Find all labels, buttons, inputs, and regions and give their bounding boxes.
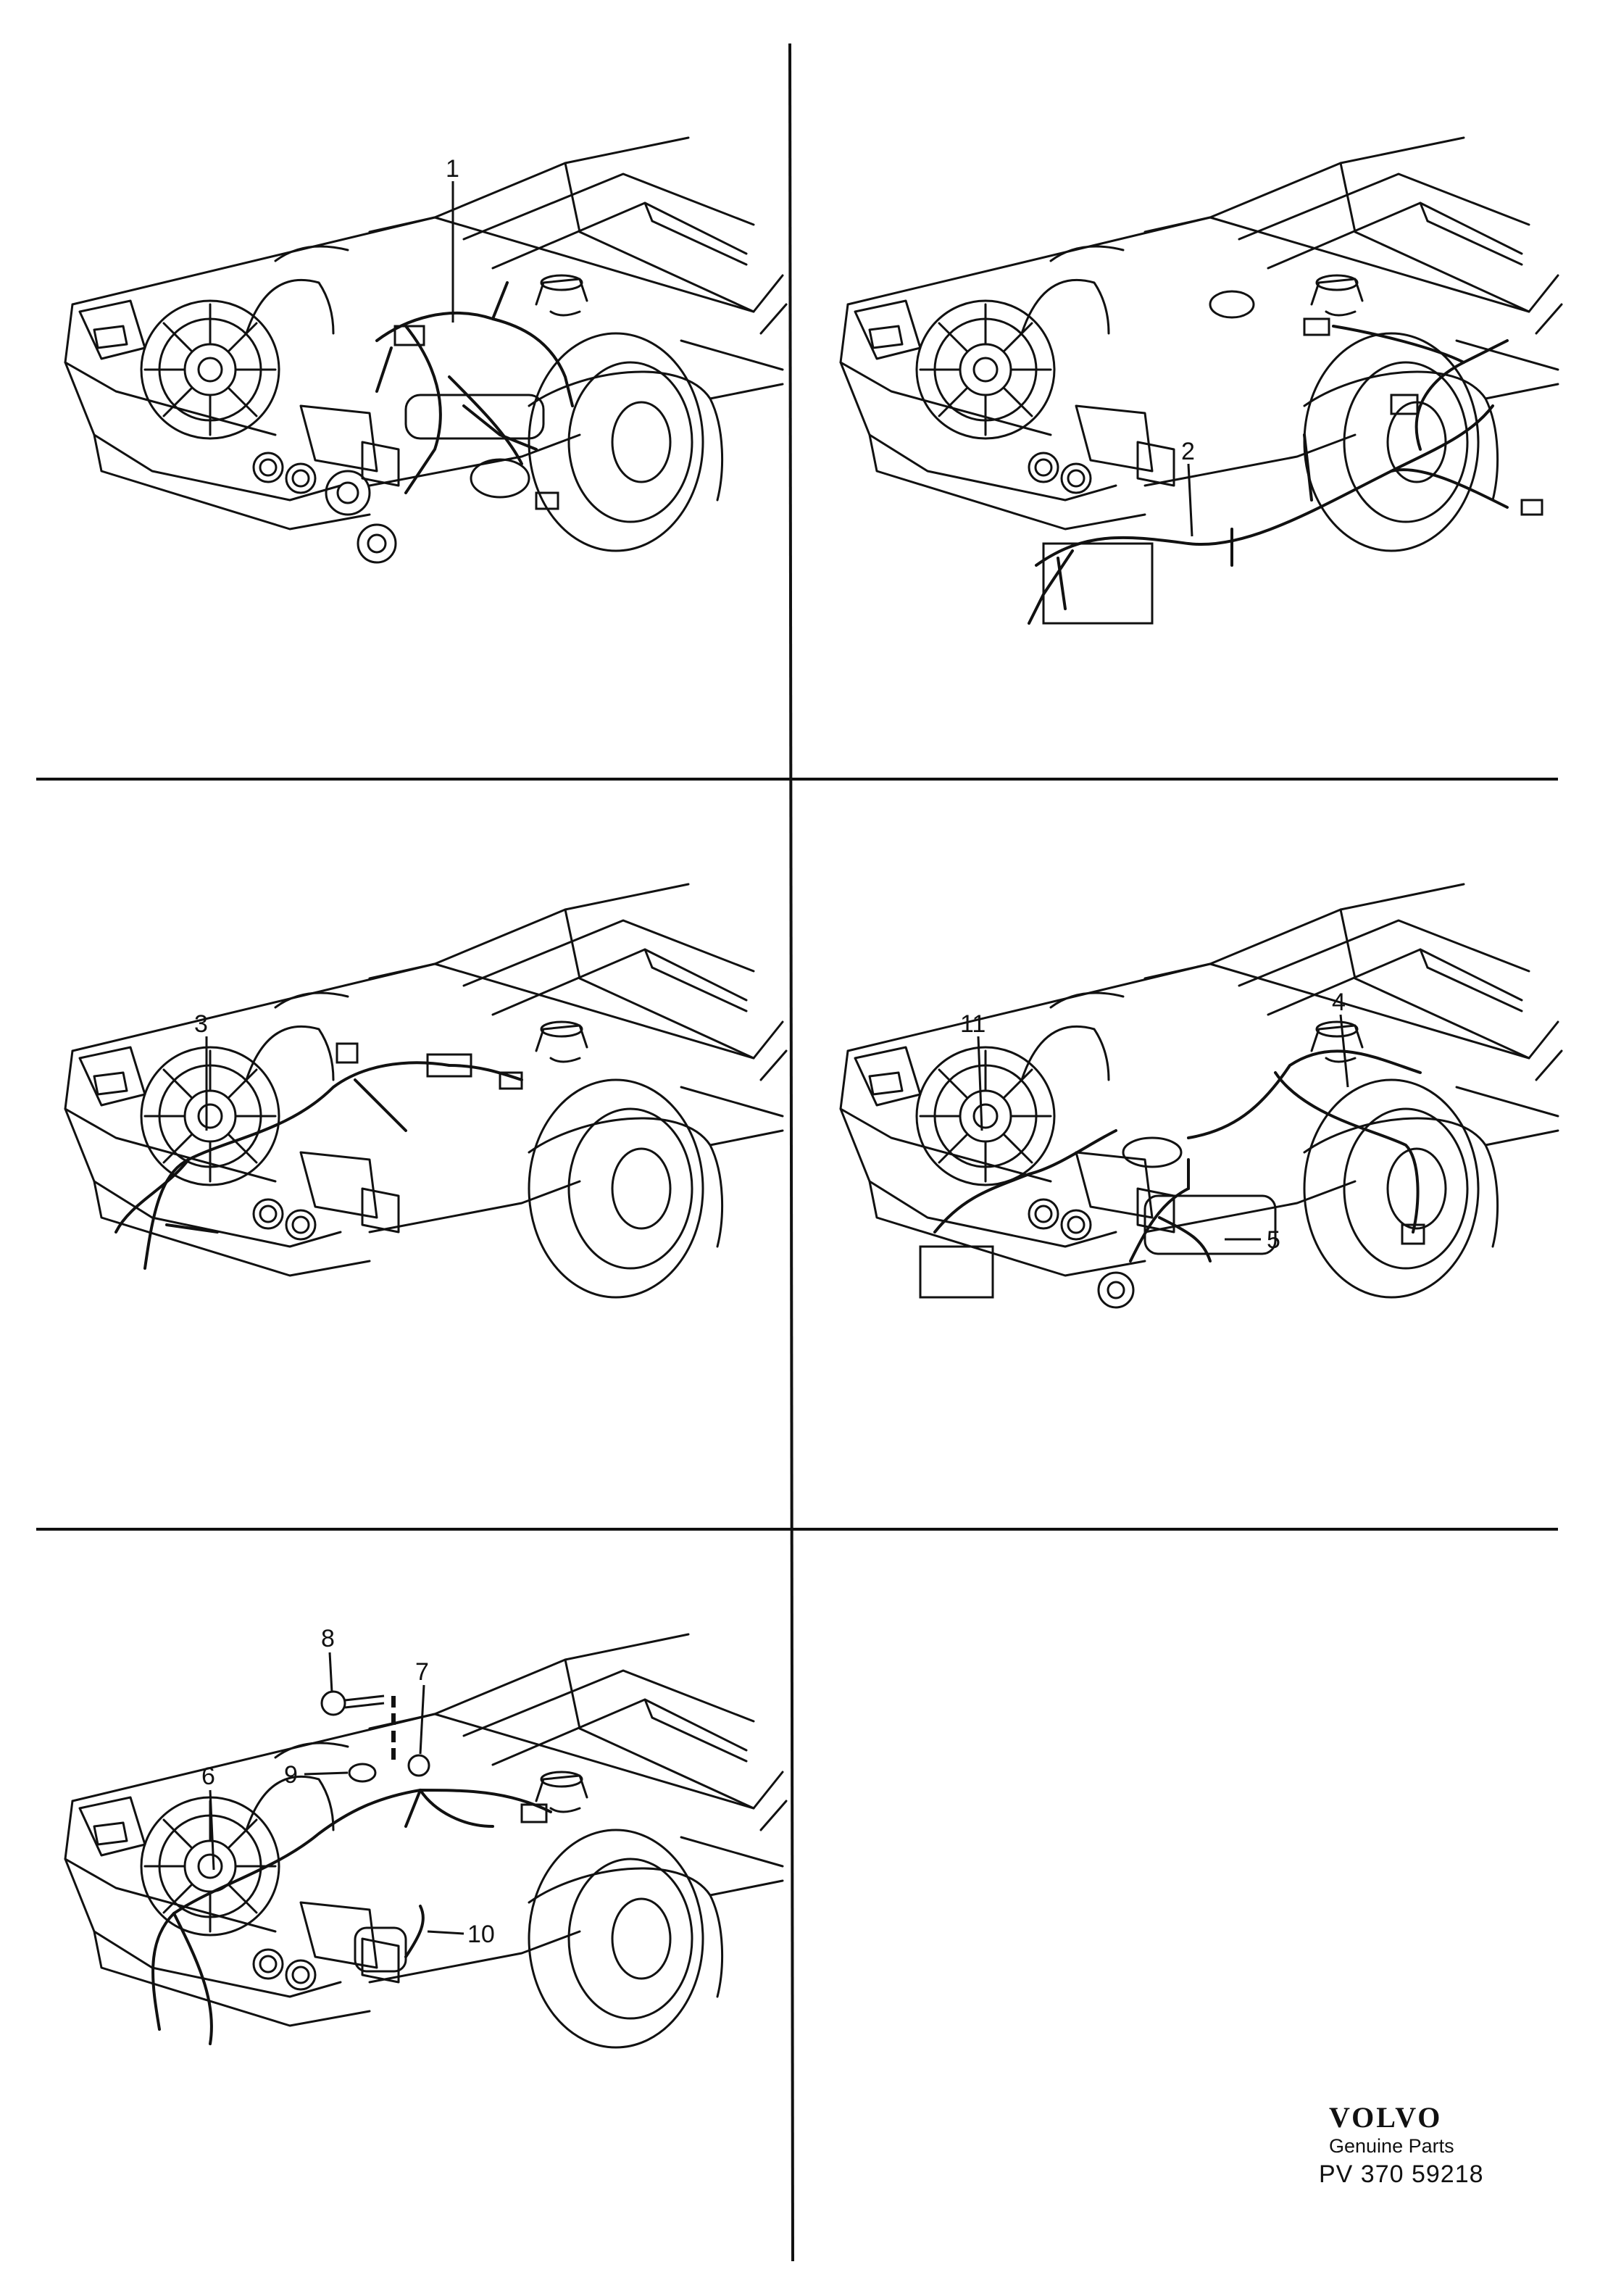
harness-1 <box>375 281 574 494</box>
panel-4: 4 11 5 <box>839 883 1563 1309</box>
callout-8: 8 <box>321 1625 335 1652</box>
callout-1: 1 <box>446 155 459 183</box>
callout-11: 11 <box>960 1010 986 1038</box>
callout-leader-7 <box>419 1684 425 1755</box>
callout-4: 4 <box>1332 989 1346 1016</box>
volvo-logo: VOLVO <box>1329 2101 1443 2134</box>
panel-2: 2 <box>839 136 1563 625</box>
callout-leader-9 <box>304 1771 349 1776</box>
brand-subtitle: Genuine Parts <box>1329 2135 1454 2157</box>
callout-3: 3 <box>194 1010 208 1038</box>
callout-leader-10 <box>427 1930 464 1935</box>
harness-3 <box>114 1061 523 1270</box>
harness-4 <box>933 1049 1422 1263</box>
panel-dividers <box>36 43 1558 2262</box>
panel-5: 8 7 9 6 10 <box>64 1625 788 2049</box>
harness-2 <box>1028 325 1509 625</box>
callout-leader-8 <box>328 1652 333 1693</box>
callout-10: 10 <box>467 1921 495 1948</box>
callout-leader-2 <box>1187 463 1193 537</box>
callout-7: 7 <box>415 1658 429 1686</box>
panel-1: 1 <box>64 136 788 564</box>
callout-leader-4 <box>1339 1014 1349 1088</box>
callout-9: 9 <box>284 1761 298 1789</box>
callout-2: 2 <box>1181 438 1195 465</box>
panel-3: 3 <box>64 883 788 1299</box>
callout-leader-11 <box>977 1036 983 1131</box>
diagram-code: PV 370 59218 <box>1319 2160 1484 2188</box>
callout-6: 6 <box>201 1763 215 1790</box>
callout-leader-6 <box>209 1789 215 1871</box>
callout-5: 5 <box>1267 1226 1280 1254</box>
footer-brand: VOLVO Genuine Parts PV 370 59218 <box>1312 2102 1529 2190</box>
harness-6 <box>151 1788 552 2045</box>
